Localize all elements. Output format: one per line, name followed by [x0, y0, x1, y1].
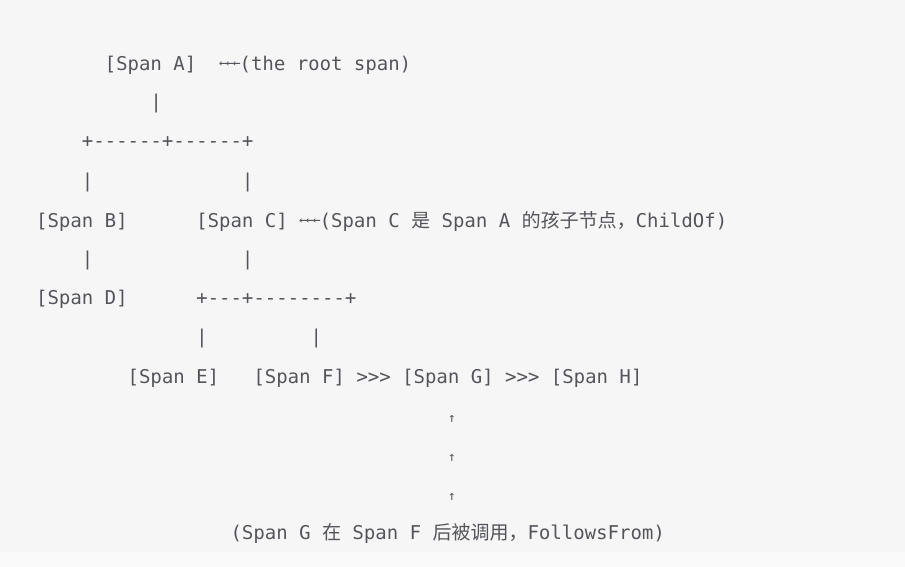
follows-marker-icon: >>> [344, 365, 403, 388]
annotation-root-span: (the root span) [239, 53, 412, 75]
span-node-g: [Span G] [402, 365, 494, 388]
arrow-up-icon: ↑ [447, 449, 456, 465]
arrow-left-icon: ←←← [299, 212, 321, 228]
gap-spacer [219, 366, 253, 388]
pipe-connectors-bc: | | [36, 169, 254, 192]
pipe-connector: | [36, 91, 162, 114]
diagram-line-uparrow-2: ↑ [36, 436, 727, 475]
arrow-up-icon: ↑ [447, 489, 456, 505]
branch-connector-a: +------+------+ [36, 130, 254, 153]
diagram-line-uparrow-3: ↑ [36, 475, 727, 514]
span-node-b: [Span B] [36, 209, 128, 232]
gap-spacer [196, 53, 219, 75]
diagram-line-branch-a: +------+------+ [36, 122, 727, 161]
indent-spacer [36, 483, 448, 505]
diagram-line-span-efgh: [Span E] [Span F] >>> [Span G] >>> [Span… [36, 358, 727, 397]
diagram-line-span-d: [Span D] +---+--------+ [36, 279, 727, 318]
code-block: [Span A] ←←←(the root span) | +------+--… [36, 44, 728, 553]
diagram-line-pipes-de: | | [36, 240, 727, 279]
annotation-childof: (Span C 是 Span A 的孩子节点，ChildOf) [319, 209, 728, 232]
ascii-art-pre: [Span A] ←←←(the root span) | +------+--… [36, 44, 727, 553]
code-block-bottom-edge [0, 552, 905, 567]
annotation-followsfrom: (Span G 在 Span F 后被调用，FollowsFrom) [230, 522, 665, 545]
span-node-c: [Span C] [196, 209, 300, 232]
span-node-f: [Span F] [253, 365, 345, 388]
indent-spacer [36, 53, 105, 75]
arrow-left-icon: ←←← [219, 56, 241, 71]
indent-spacer [36, 444, 448, 466]
indent-spacer [36, 405, 448, 427]
diagram-line-uparrow-1: ↑ [36, 397, 727, 436]
gap-spacer [128, 210, 197, 232]
diagram-line-pipes-bc: | | [36, 162, 727, 201]
pipe-connectors-de: | | [36, 247, 254, 270]
span-node-e: [Span E] [127, 365, 220, 388]
span-node-d: [Span D] [36, 287, 197, 310]
branch-connector-c: +---+--------+ [196, 287, 357, 310]
diagram-line-pipe-a: | [36, 83, 727, 122]
diagram-line-pipes-ef: | | [36, 318, 727, 357]
span-node-a: [Span A] [104, 53, 197, 75]
indent-spacer [36, 366, 128, 388]
arrow-up-icon: ↑ [447, 410, 456, 426]
indent-spacer [36, 522, 230, 544]
diagram-line-span-bc: [Span B] [Span C] ←←←(Span C 是 Span A 的孩… [36, 201, 727, 240]
diagram-line-followsfrom-note: (Span G 在 Span F 后被调用，FollowsFrom) [36, 514, 727, 553]
diagram-line-root-span: [Span A] ←←←(the root span) [36, 44, 727, 83]
follows-marker-icon: >>> [493, 365, 551, 388]
span-node-h: [Span H] [550, 365, 643, 388]
pipe-connectors-ef: | | [36, 326, 322, 349]
